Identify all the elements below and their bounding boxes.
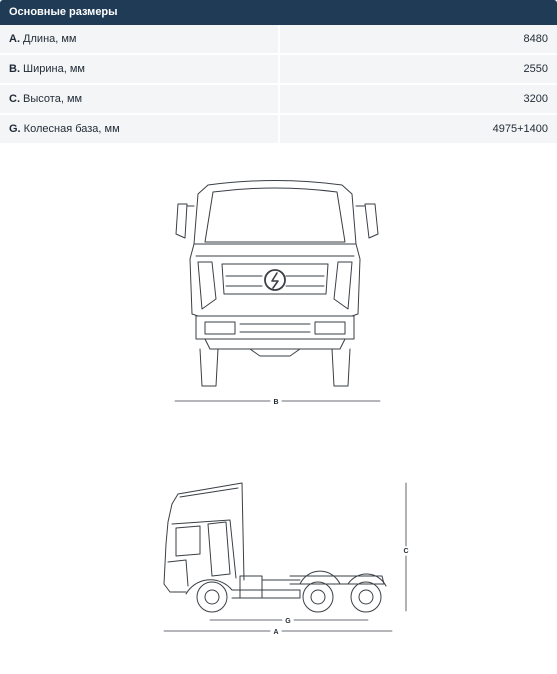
table-row: C. Высота, мм 3200	[0, 84, 557, 115]
row-value: 2550	[279, 54, 557, 85]
table-row: B. Ширина, мм 2550	[0, 54, 557, 85]
row-label: Высота, мм	[20, 93, 83, 105]
truck-side-view	[163, 482, 407, 632]
row-letter: A.	[9, 33, 20, 45]
row-value: 8480	[279, 25, 557, 55]
truck-dimension-diagram: B	[163, 180, 409, 636]
row-value: 4975+1400	[279, 114, 557, 145]
row-label-cell: B. Ширина, мм	[0, 54, 280, 85]
row-label: Ширина, мм	[20, 63, 85, 75]
row-letter: G.	[9, 123, 21, 135]
row-letter: C.	[9, 93, 20, 105]
row-letter: B.	[9, 63, 20, 75]
truck-drawings: B	[0, 145, 557, 668]
truck-front-view	[174, 180, 381, 402]
table-row: G. Колесная база, мм 4975+1400	[0, 114, 557, 145]
row-label: Длина, мм	[20, 33, 77, 45]
row-label: Колесная база, мм	[20, 123, 120, 135]
dimension-g-label: G	[285, 618, 291, 625]
row-label-cell: A. Длина, мм	[0, 25, 280, 55]
dimension-c-label: C	[403, 548, 408, 555]
dimension-a-label: A	[273, 629, 278, 636]
row-label-cell: G. Колесная база, мм	[0, 114, 280, 145]
dimension-b-label: B	[273, 399, 278, 406]
row-value: 3200	[279, 84, 557, 115]
specs-header: Основные размеры	[0, 0, 557, 25]
table-row: A. Длина, мм 8480	[0, 25, 557, 55]
row-label-cell: C. Высота, мм	[0, 84, 280, 115]
dimensions-table: A. Длина, мм 8480 B. Ширина, мм 2550 C. …	[0, 25, 557, 145]
